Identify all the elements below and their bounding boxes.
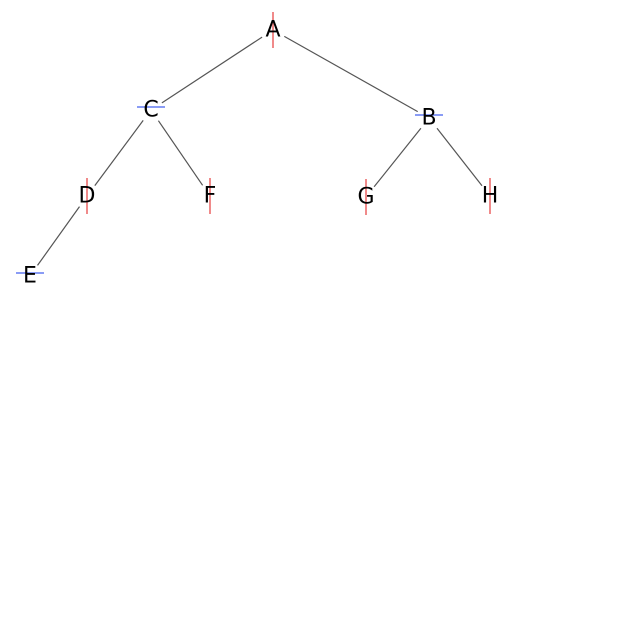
node-H: H <box>482 178 499 214</box>
edge-A-B <box>284 35 418 113</box>
node-D: D <box>79 178 96 214</box>
node-C-label: C <box>143 98 158 123</box>
node-E-label: E <box>23 264 37 289</box>
node-E: E <box>16 264 44 289</box>
node-G-label: G <box>357 185 374 210</box>
edge-C-F <box>157 120 204 186</box>
edges-layer <box>37 35 483 266</box>
edge-A-C <box>161 36 263 104</box>
node-C: C <box>137 98 165 123</box>
node-D-label: D <box>79 184 96 209</box>
node-B-label: B <box>421 106 436 131</box>
node-F: F <box>204 178 217 214</box>
edge-B-H <box>436 127 483 187</box>
node-F-label: F <box>204 184 217 209</box>
edge-D-E <box>37 206 80 266</box>
nodes-layer: A C B D F G H E <box>16 12 498 289</box>
node-A: A <box>265 12 281 48</box>
node-A-label: A <box>265 18 280 43</box>
node-H-label: H <box>482 184 499 209</box>
edge-B-G <box>373 127 422 188</box>
node-G: G <box>357 179 375 215</box>
edge-C-D <box>94 120 144 186</box>
node-B: B <box>415 106 443 131</box>
